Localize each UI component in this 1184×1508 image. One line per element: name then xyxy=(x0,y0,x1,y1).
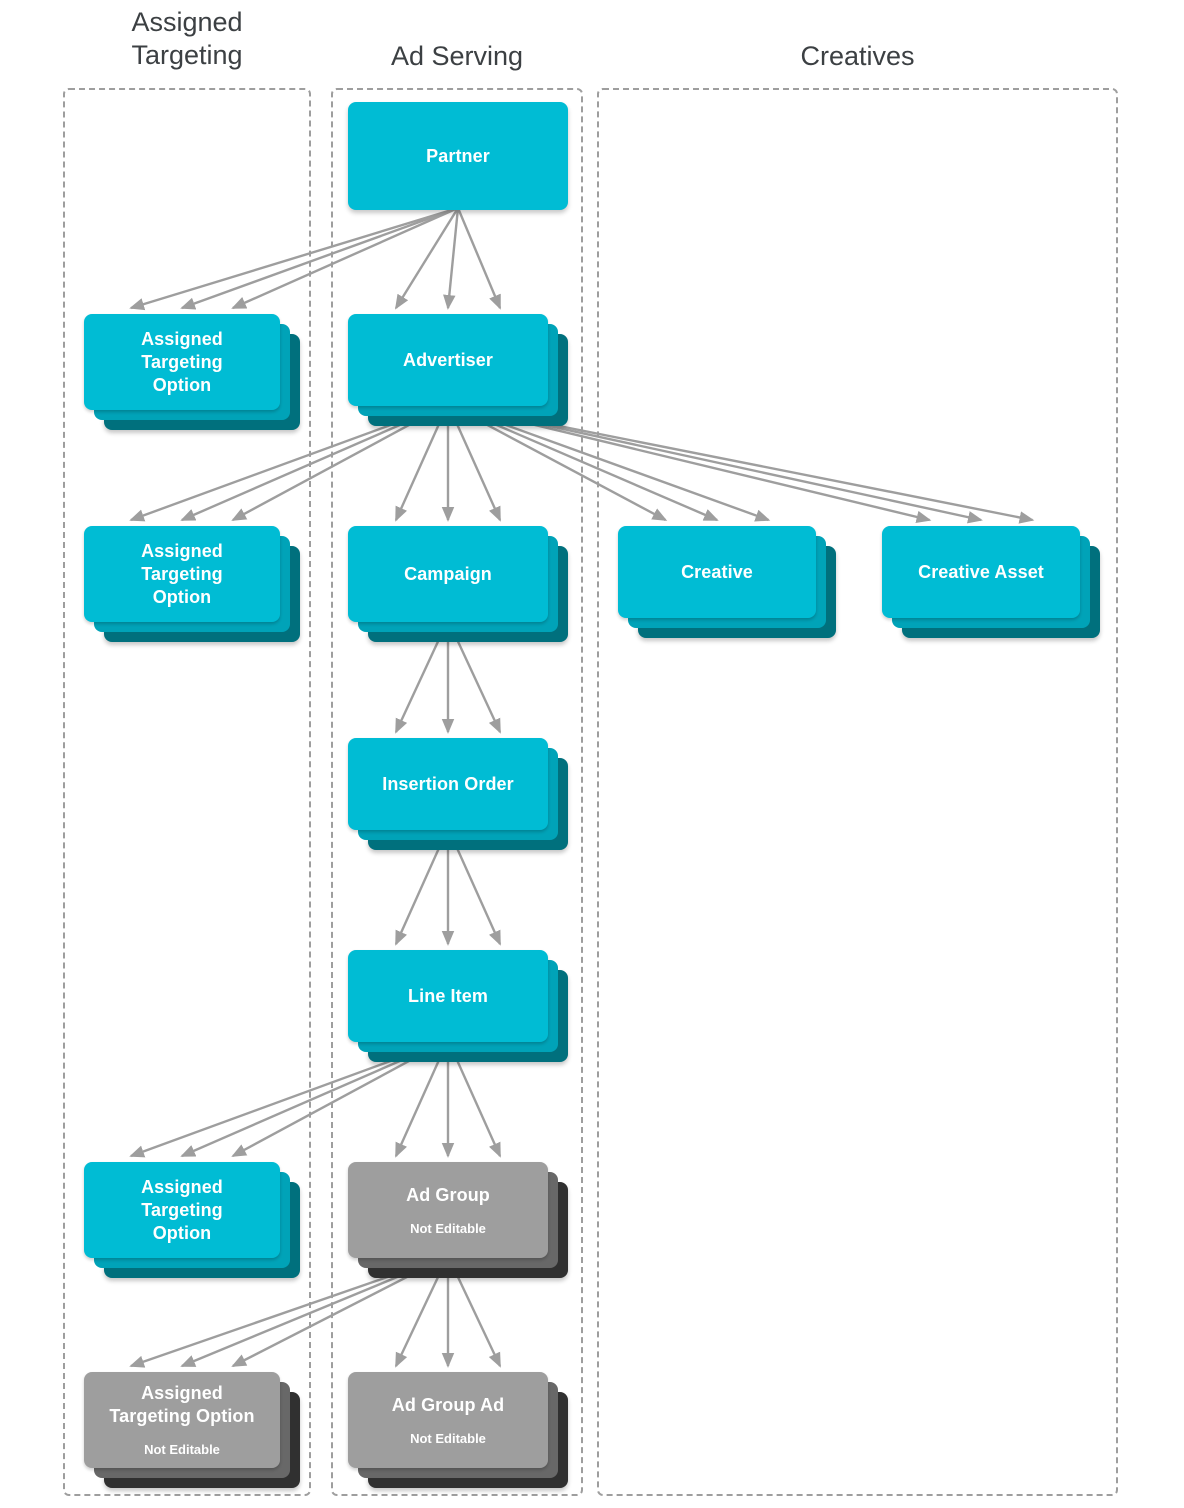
node-card-ato-line-item: Assigned Targeting Option xyxy=(84,1162,280,1258)
node-title-ato-advertiser: Assigned Targeting Option xyxy=(141,540,223,607)
node-title-ato-partner: Assigned Targeting Option xyxy=(141,328,223,395)
node-card-line-item: Line Item xyxy=(348,950,548,1042)
column-frame-assigned-targeting xyxy=(63,88,311,1496)
column-header-creatives: Creatives xyxy=(800,41,915,71)
column-frame-ad-serving xyxy=(331,88,583,1496)
node-card-partner: Partner xyxy=(348,102,568,210)
node-campaign: Campaign xyxy=(348,526,568,642)
node-card-campaign: Campaign xyxy=(348,526,548,622)
node-title-creative-asset: Creative Asset xyxy=(918,561,1044,582)
node-ato-line-item: Assigned Targeting Option xyxy=(84,1162,300,1278)
node-creative-asset: Creative Asset xyxy=(882,526,1100,638)
node-title-ad-group-ad: Ad Group Ad xyxy=(391,1394,505,1415)
node-creative: Creative xyxy=(618,526,836,638)
node-card-advertiser: Advertiser xyxy=(348,314,548,406)
node-card-insertion-order: Insertion Order xyxy=(348,738,548,830)
column-frame-creatives xyxy=(597,88,1118,1496)
node-title-line-item: Line Item xyxy=(408,985,488,1006)
node-line-item: Line Item xyxy=(348,950,568,1062)
node-partner: Partner xyxy=(348,102,568,210)
node-ato-partner: Assigned Targeting Option xyxy=(84,314,300,430)
node-ad-group-ad: Ad Group Ad Not Editable xyxy=(348,1372,568,1488)
node-card-ato-partner: Assigned Targeting Option xyxy=(84,314,280,410)
node-card-ad-group-ad: Ad Group Ad Not Editable xyxy=(348,1372,548,1468)
node-title-partner: Partner xyxy=(426,145,490,166)
node-title-ad-group: Ad Group xyxy=(406,1184,490,1205)
node-title-ato-line-item: Assigned Targeting Option xyxy=(141,1176,223,1243)
node-insertion-order: Insertion Order xyxy=(348,738,568,850)
node-badge-ad-group: Not Editable xyxy=(410,1220,486,1236)
node-badge-ad-group-ad: Not Editable xyxy=(410,1430,486,1446)
node-title-advertiser: Advertiser xyxy=(402,349,494,370)
node-badge-ato-ad-group: Not Editable xyxy=(144,1442,220,1457)
node-ato-advertiser: Assigned Targeting Option xyxy=(84,526,300,642)
node-card-ato-advertiser: Assigned Targeting Option xyxy=(84,526,280,622)
node-title-ato-ad-group: Assigned Targeting Option xyxy=(109,1383,255,1426)
node-title-creative: Creative xyxy=(681,561,753,582)
column-header-ad-serving: Ad Serving xyxy=(390,41,524,71)
node-card-creative: Creative xyxy=(618,526,816,618)
node-title-insertion-order: Insertion Order xyxy=(382,773,514,794)
node-card-creative-asset: Creative Asset xyxy=(882,526,1080,618)
node-advertiser: Advertiser xyxy=(348,314,568,426)
column-header-assigned-targeting: Assigned Targeting xyxy=(131,7,243,70)
node-title-campaign: Campaign xyxy=(404,563,492,584)
